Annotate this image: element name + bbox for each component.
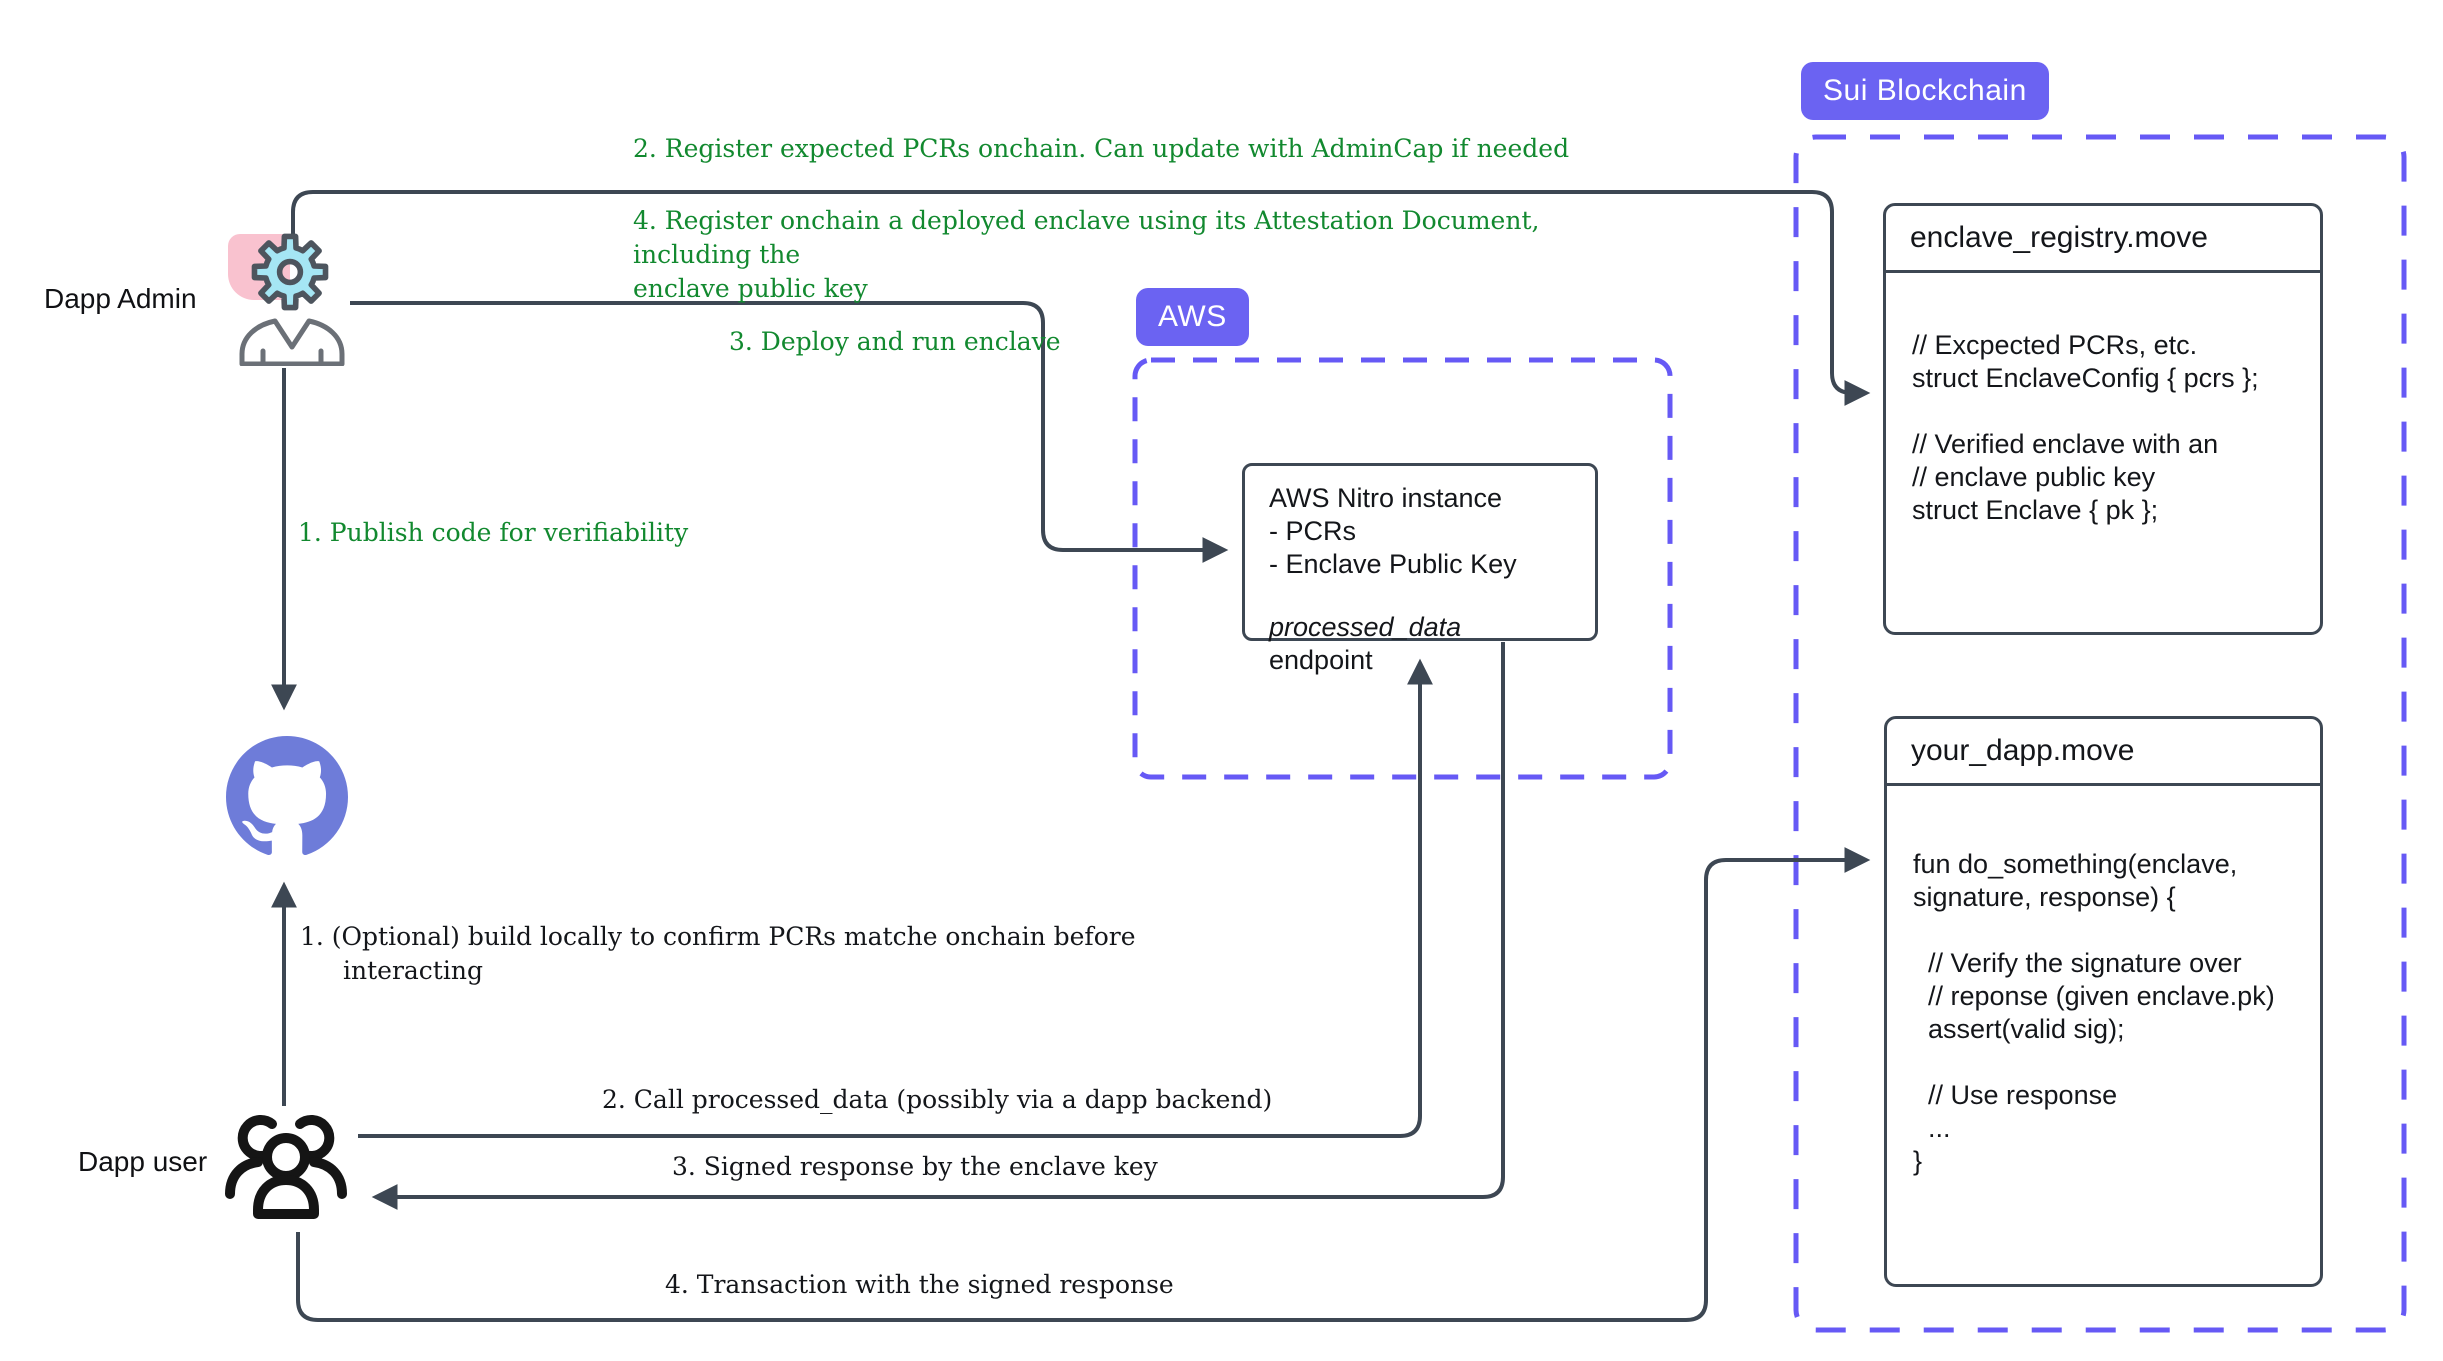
enclave-registry-title: enclave_registry.move [1886,206,2320,273]
note-build-locally: 1. (Optional) build locally to confirm P… [300,922,1136,985]
dapp-user-label: Dapp user [78,1146,208,1177]
gear-icon [251,233,329,311]
aws-nitro-text: AWS Nitro instance - PCRs - Enclave Publ… [1269,483,1517,579]
note-register-pcrs: 2. Register expected PCRs onchain. Can u… [633,134,1570,163]
your-dapp-title: your_dapp.move [1887,719,2320,786]
your-dapp-box: your_dapp.move fun do_something(enclave,… [1884,716,2323,1287]
processed-data-label: processed_data [1269,612,1462,642]
note-transaction: 4. Transaction with the signed response [665,1270,1174,1299]
note-register-enclave: 4. Register onchain a deployed enclave u… [633,206,1540,303]
your-dapp-code: fun do_something(enclave, signature, res… [1913,849,2275,1176]
endpoint-label: endpoint [1269,645,1373,675]
note-publish-code: 1. Publish code for verifiability [298,518,689,547]
enclave-registry-box: enclave_registry.move // Excpected PCRs,… [1883,203,2323,635]
note-call-processed-data: 2. Call processed_data (possibly via a d… [602,1085,1273,1114]
connector-user-to-nitro [358,658,1433,1138]
aws-nitro-instance-box: AWS Nitro instance - PCRs - Enclave Publ… [1242,463,1598,675]
processed-data-endpoint-line: processed_data endpoint [1269,611,1571,677]
dapp-user-group-icon [225,1115,347,1219]
admin-person-icon [239,318,345,366]
note-signed-response: 3. Signed response by the enclave key [672,1152,1158,1181]
enclave-registry-code: // Excpected PCRs, etc. struct EnclaveCo… [1912,330,2259,525]
github-icon [226,736,348,855]
aws-badge: AWS [1136,288,1249,346]
sui-blockchain-badge: Sui Blockchain [1801,62,2049,120]
note-deploy-enclave: 3. Deploy and run enclave [729,327,1061,356]
dapp-admin-label: Dapp Admin [44,283,197,314]
